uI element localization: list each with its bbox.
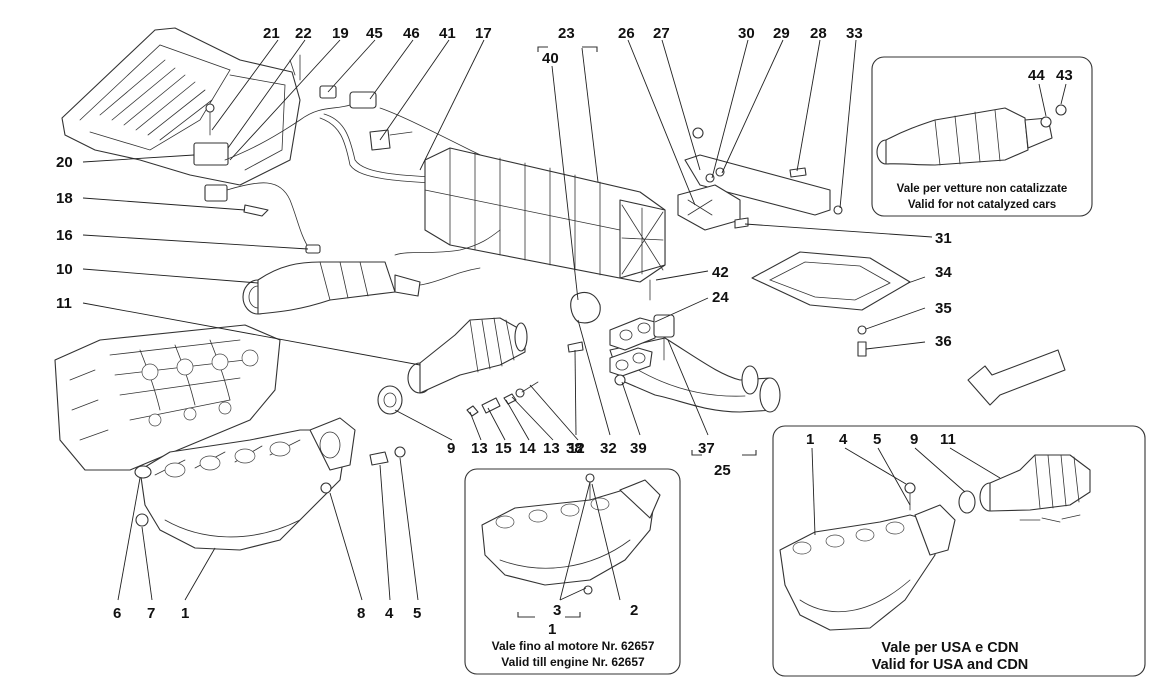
callout-26: 26 xyxy=(618,25,635,42)
callout-29: 29 xyxy=(773,25,790,42)
callout-43: 43 xyxy=(1056,67,1073,84)
callout-31: 31 xyxy=(935,230,952,247)
callout-16: 16 xyxy=(56,227,73,244)
callout-35: 35 xyxy=(935,300,952,317)
callout-41: 41 xyxy=(439,25,456,42)
inset-usa-callout-9: 9 xyxy=(910,431,918,448)
callout-13b: 13 xyxy=(543,440,560,457)
callout-42: 42 xyxy=(712,264,729,281)
callout-25: 25 xyxy=(714,462,731,479)
callout-33: 33 xyxy=(846,25,863,42)
bracket-23 xyxy=(537,46,598,52)
callout-12: 12 xyxy=(568,440,585,457)
inset-engine-caption-it: Vale fino al motore Nr. 62657 xyxy=(492,639,655,653)
inset-early-manifold-drawing xyxy=(481,473,661,595)
callout-46: 46 xyxy=(403,25,420,42)
callout-34: 34 xyxy=(935,264,952,281)
callout-39: 39 xyxy=(630,440,647,457)
callout-28: 28 xyxy=(810,25,827,42)
inset-usa-callout-5: 5 xyxy=(873,431,881,448)
inset-catalyst-pipe-drawing xyxy=(876,104,1067,166)
inset-usa-callout-4: 4 xyxy=(839,431,848,448)
callout-11: 11 xyxy=(56,295,72,312)
inset-catalyst-caption-it: Vale per vetture non catalizzate xyxy=(897,183,1068,195)
callout-32: 32 xyxy=(600,440,617,457)
callout-20: 20 xyxy=(56,154,73,171)
callout-27: 27 xyxy=(653,25,670,42)
exhaust-manifold xyxy=(134,417,406,551)
callout-18: 18 xyxy=(56,190,73,207)
callout-4: 4 xyxy=(385,605,394,622)
inset-usa-frame xyxy=(772,425,1146,677)
callout-36: 36 xyxy=(935,333,952,350)
callout-15: 15 xyxy=(495,440,512,457)
muffler-bracket xyxy=(677,127,843,231)
callout-23: 23 xyxy=(558,25,575,42)
callout-numbers: 21 22 19 45 46 41 17 23 40 26 27 30 29 2… xyxy=(56,25,1073,638)
inset-engine-caption-en: Valid till engine Nr. 62657 xyxy=(501,655,645,669)
inset-usa-caption-it: Vale per USA e CDN xyxy=(881,640,1018,656)
bracket-inset-engine-1 xyxy=(517,612,581,618)
callout-7: 7 xyxy=(147,605,155,622)
callout-6: 6 xyxy=(113,605,121,622)
bracket-25 xyxy=(691,450,757,456)
callout-14: 14 xyxy=(519,440,536,457)
flexible-pipe xyxy=(377,317,539,417)
engine-block-drawing xyxy=(54,324,281,471)
callout-9: 9 xyxy=(447,440,455,457)
callout-37: 37 xyxy=(698,440,715,457)
inset-engine-frame xyxy=(464,468,681,675)
catalytic-converter xyxy=(242,229,501,315)
inset-engine-callout-3: 3 xyxy=(553,602,561,619)
inset-usa-callout-11: 11 xyxy=(940,431,956,448)
inset-usa-manifold-drawing xyxy=(779,454,1091,631)
callout-17: 17 xyxy=(475,25,492,42)
callout-45: 45 xyxy=(366,25,383,42)
inset-engine-callout-2: 2 xyxy=(630,602,638,619)
tailpipes xyxy=(567,279,781,413)
callout-30: 30 xyxy=(738,25,755,42)
callout-44: 44 xyxy=(1028,67,1045,84)
callout-8: 8 xyxy=(357,605,365,622)
callout-21: 21 xyxy=(263,25,280,42)
inset-usa-callout-1: 1 xyxy=(806,431,814,448)
inset-catalyst-frame xyxy=(871,56,1093,217)
inset-catalyst-caption-en: Valid for not catalyzed cars xyxy=(908,199,1056,211)
callout-38: 38 xyxy=(566,440,583,457)
leader-lines xyxy=(82,39,1067,601)
callout-13a: 13 xyxy=(471,440,488,457)
inset-usa-caption-en: Valid for USA and CDN xyxy=(872,657,1029,673)
callout-19: 19 xyxy=(332,25,349,42)
direction-arrow xyxy=(967,349,1066,406)
muffler-drawing xyxy=(424,147,666,283)
heat-shield-plate xyxy=(751,251,911,357)
callout-5: 5 xyxy=(413,605,421,622)
callout-10: 10 xyxy=(56,261,73,278)
callout-1: 1 xyxy=(181,605,189,622)
callout-22: 22 xyxy=(295,25,312,42)
engine-cover-drawing xyxy=(61,27,301,186)
callout-24: 24 xyxy=(712,289,729,306)
callout-40: 40 xyxy=(542,50,559,67)
oxygen-sensor-wiring xyxy=(193,85,413,254)
inset-engine-callout-1: 1 xyxy=(548,621,556,638)
